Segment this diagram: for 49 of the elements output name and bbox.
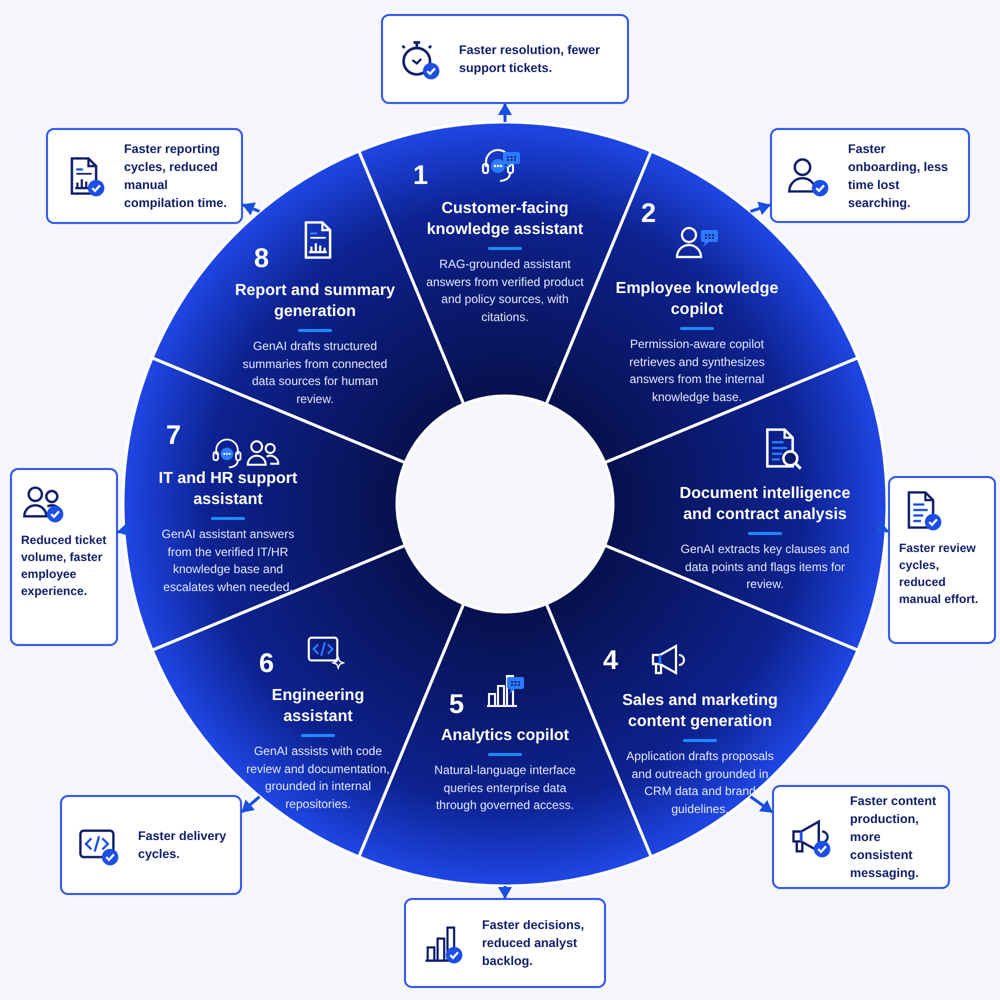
outcome-text: Faster onboarding, less time lost searching.	[848, 140, 950, 212]
segment-title: Employee knowledge copilot	[614, 279, 780, 320]
outcome-text: Faster reporting cycles, reduced manual compilation time.	[124, 141, 228, 212]
segment-description: Permission-aware copilot retrieves and synthesizes answers from the internal knowledge base.	[628, 336, 766, 406]
outcome-card	[381, 14, 629, 104]
segment-title: Sales and marketing content generation	[621, 691, 779, 732]
outcome-card	[60, 795, 242, 895]
arrow	[241, 795, 260, 814]
segment-number: 6	[259, 648, 274, 678]
outcome-text: Faster delivery cycles.	[138, 828, 228, 863]
outcome-card	[46, 128, 243, 224]
outcome-text: Faster decisions, reduced analyst backlog.	[482, 917, 586, 970]
segment-description: Natural-language interface queries enterprise data through governed access.	[433, 762, 577, 814]
outcome-text: Faster content production, more consistent messaging.	[850, 793, 938, 882]
arrow	[875, 520, 889, 534]
segment-title: IT and HR support assistant	[158, 469, 298, 510]
arrow	[117, 522, 130, 536]
outcome-card	[770, 128, 970, 223]
outcome-card	[888, 476, 996, 644]
segment-number: 1	[413, 160, 428, 190]
outcome-card	[404, 898, 606, 988]
segment-title: Document intelligence and contract analysis	[678, 484, 852, 525]
segment-title: Analytics copilot	[440, 726, 570, 746]
segment-title: Report and summary generation	[234, 281, 396, 322]
arrow	[498, 886, 512, 899]
segment-description: GenAI drafts structured summaries from connected data sources for human review.	[242, 338, 388, 408]
segment-number: 8	[254, 243, 270, 273]
outcome-text: Faster resolution, fewer support tickets.	[459, 42, 602, 77]
segment-description: Application drafts proposals and outreach grounded in CRM data and brand guidelines.	[625, 748, 775, 818]
wheel-segment	[123, 357, 406, 651]
arrow	[498, 103, 512, 122]
segment-description: GenAI assists with code review and documentation, grounded in internal repositories.	[245, 743, 391, 812]
arrow	[750, 795, 773, 814]
arrow	[750, 202, 771, 216]
segment-number: 5	[449, 689, 464, 719]
segment-number: 7	[166, 420, 182, 450]
segment-description: GenAI extracts key clauses and data points and flags items for review.	[680, 541, 850, 593]
arrow	[242, 202, 260, 216]
segment-number: 4	[603, 645, 618, 675]
wheel-segment	[604, 357, 887, 651]
segment-title: Engineering assistant	[270, 686, 366, 727]
outcome-card	[10, 468, 118, 646]
outcome-text: Reduced ticket volume, faster employee experience.	[21, 532, 108, 600]
segment-title: Customer-facing knowledge assistant	[426, 199, 584, 240]
outcome-text: Faster review cycles, reduced manual effort.	[899, 540, 980, 608]
segment-description: RAG-grounded assistant answers from verified product and policy sources, with citations.	[425, 256, 585, 326]
segment-description: GenAI assistant answers from the verified IT/HR knowledge base and escalates when needed.	[160, 526, 296, 596]
segment-number: 2	[641, 198, 656, 228]
outcome-card	[772, 785, 950, 889]
